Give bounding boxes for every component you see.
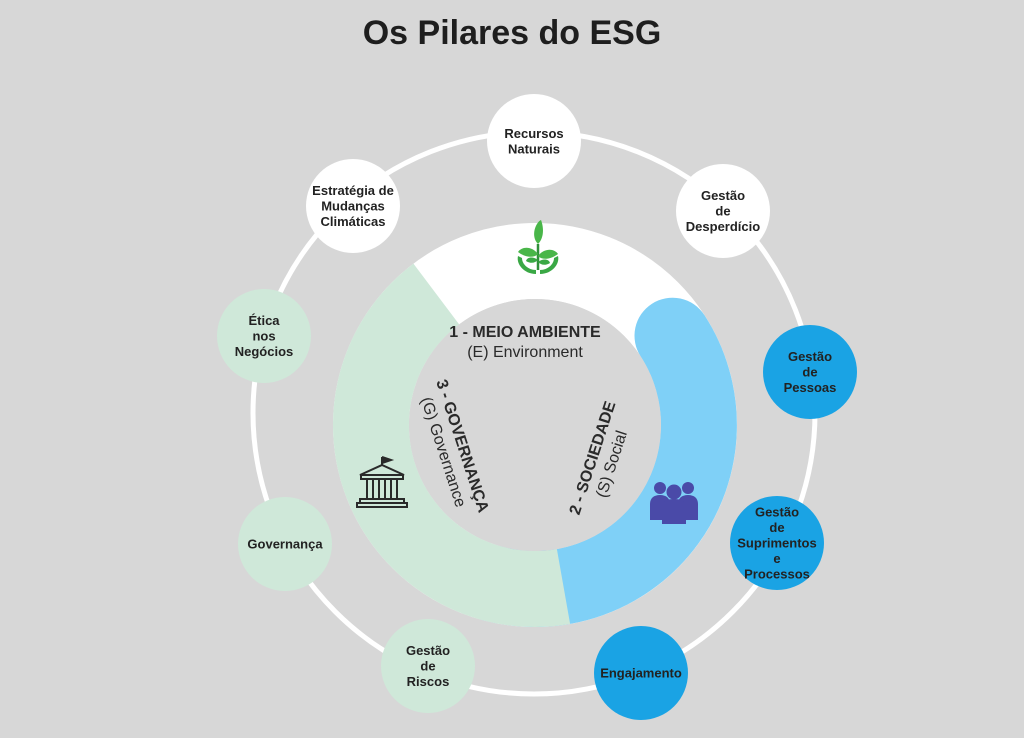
node-circle-gestao-pessoas bbox=[763, 325, 857, 419]
node-label-gestao-pessoas: de bbox=[802, 365, 817, 380]
node-label-gestao-riscos: Gestão bbox=[406, 643, 450, 658]
node-governanca: Governança bbox=[238, 497, 332, 591]
node-label-gestao-suprimentos: Processos bbox=[744, 567, 810, 582]
node-label-etica-negocios: Negócios bbox=[235, 344, 294, 359]
donut-center bbox=[409, 299, 661, 551]
node-label-gestao-suprimentos: e bbox=[773, 551, 780, 566]
node-label-governanca: Governança bbox=[247, 537, 323, 552]
node-circle-etica-negocios bbox=[217, 289, 311, 383]
node-circle-engajamento bbox=[594, 626, 688, 720]
node-circle-gestao-desperdicio bbox=[676, 164, 770, 258]
node-label-gestao-suprimentos: Gestão bbox=[755, 505, 799, 520]
node-label-gestao-suprimentos: de bbox=[769, 520, 784, 535]
node-label-gestao-pessoas: Gestão bbox=[788, 349, 832, 364]
node-label-gestao-suprimentos: Suprimentos bbox=[737, 536, 816, 551]
node-label-estrategia-mudancas: Climáticas bbox=[320, 214, 385, 229]
node-label-estrategia-mudancas: Estratégia de bbox=[312, 183, 394, 198]
node-label-etica-negocios: nos bbox=[252, 329, 275, 344]
node-label-gestao-riscos: de bbox=[420, 659, 435, 674]
node-label-gestao-desperdicio: Gestão bbox=[701, 188, 745, 203]
node-circle-estrategia-mudancas bbox=[306, 159, 400, 253]
node-label-recursos-naturais: Recursos bbox=[504, 126, 563, 141]
page-title: Os Pilares do ESG bbox=[362, 14, 662, 52]
node-label-estrategia-mudancas: Mudanças bbox=[321, 199, 385, 214]
environment-label-line2: (E) Environment bbox=[467, 344, 583, 361]
government-building-icon bbox=[356, 456, 408, 508]
plant-hands-icon bbox=[517, 220, 559, 274]
environment-label-line1: 1 - MEIO AMBIENTE bbox=[449, 324, 601, 341]
outer-nodes: RecursosNaturaisGestãodeDesperdícioGestã… bbox=[217, 94, 857, 720]
node-circle-gestao-riscos bbox=[381, 619, 475, 713]
node-circle-recursos-naturais bbox=[487, 94, 581, 188]
pillar-donut bbox=[333, 223, 737, 627]
node-label-gestao-desperdicio: de bbox=[715, 204, 730, 219]
node-label-engajamento: Engajamento bbox=[600, 666, 682, 681]
node-label-recursos-naturais: Naturais bbox=[508, 141, 560, 156]
node-label-gestao-pessoas: Pessoas bbox=[784, 380, 837, 395]
node-label-etica-negocios: Ética bbox=[248, 313, 280, 328]
node-label-gestao-desperdicio: Desperdício bbox=[686, 219, 760, 234]
node-engajamento: Engajamento bbox=[594, 626, 688, 720]
node-label-gestao-riscos: Riscos bbox=[407, 674, 450, 689]
node-circle-gestao-suprimentos bbox=[730, 496, 824, 590]
node-circle-governanca bbox=[238, 497, 332, 591]
people-group-icon bbox=[650, 482, 698, 524]
